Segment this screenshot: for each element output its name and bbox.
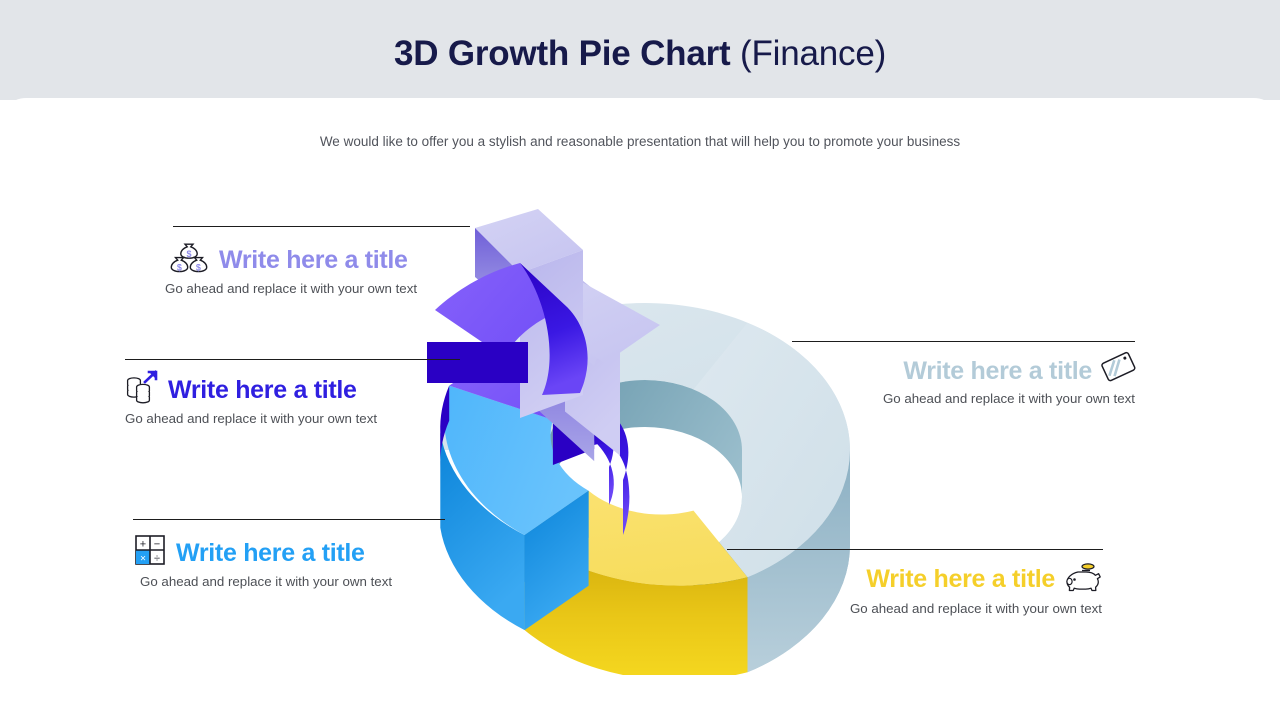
page-title-regular: (Finance) — [730, 34, 887, 73]
svg-text:−: − — [154, 538, 160, 550]
callout-title: Write here a title — [903, 356, 1092, 385]
callout-title: Write here a title — [219, 245, 408, 274]
pie-chart-3d — [420, 205, 870, 675]
callout-title: Write here a title — [866, 564, 1055, 593]
callout-title: Write here a title — [168, 375, 357, 404]
callout-rule — [133, 519, 445, 520]
blue-end-wall-2 — [524, 490, 589, 631]
blue-outer-side — [440, 432, 525, 631]
exploded-top-face — [475, 209, 583, 273]
header-band — [0, 0, 1280, 100]
page-title: 3D Growth Pie Chart (Finance) — [0, 30, 1280, 78]
purple-dark-band — [427, 342, 528, 383]
piggy-bank-icon — [1064, 560, 1104, 597]
callout-description: Go ahead and replace it with your own te… — [125, 411, 378, 426]
callout-rule — [727, 549, 1103, 550]
subtitle: We would like to offer you a stylish and… — [319, 134, 961, 149]
coin-stacks-growth-icon — [125, 370, 159, 409]
purple-wedge-overlay — [427, 263, 588, 395]
credit-card-icon — [1101, 351, 1137, 390]
page-title-bold: 3D Growth Pie Chart — [393, 34, 731, 73]
pale-outer-side — [747, 450, 850, 673]
callout-rule — [792, 341, 1135, 342]
calculator-icon: + − × ÷ — [133, 533, 167, 572]
svg-text:$: $ — [196, 263, 201, 273]
svg-text:$: $ — [177, 263, 182, 273]
callout-description: Go ahead and replace it with your own te… — [849, 601, 1102, 616]
svg-text:÷: ÷ — [154, 553, 160, 565]
callout-title: Write here a title — [176, 538, 365, 567]
svg-text:+: + — [140, 538, 146, 550]
money-bags-icon: $ $ $ — [168, 240, 210, 279]
callout-rule — [125, 359, 460, 360]
blue-top-face — [444, 385, 589, 536]
callout-description: Go ahead and replace it with your own te… — [165, 281, 418, 296]
callout-rule — [173, 226, 470, 227]
callout-description: Go ahead and replace it with your own te… — [882, 391, 1135, 406]
svg-text:×: × — [140, 554, 146, 565]
purple-outer-side-dark — [440, 385, 450, 468]
callout-description: Go ahead and replace it with your own te… — [140, 574, 393, 589]
svg-text:$: $ — [186, 249, 191, 259]
purple-curved-front — [520, 263, 588, 395]
